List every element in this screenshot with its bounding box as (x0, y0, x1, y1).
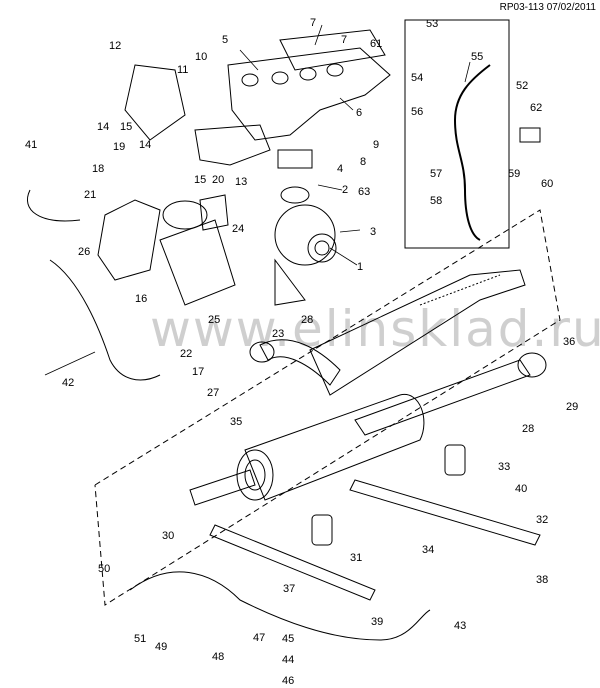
hanger-33 (444, 444, 466, 476)
callout-30: 30 (162, 530, 174, 542)
doc-ref: RP03-113 07/02/2011 (499, 2, 596, 13)
callout-26: 26 (78, 246, 90, 258)
callout-24: 24 (232, 223, 244, 235)
sensor-wire-43 (129, 571, 431, 641)
hanger-31 (311, 514, 333, 546)
callout-6: 6 (356, 107, 362, 119)
intermediate-pipe (354, 359, 531, 436)
dashed-outline (94, 209, 561, 606)
front-pipe (259, 339, 341, 386)
callout-58: 58 (430, 195, 442, 207)
manifold-21 (97, 199, 161, 281)
callout-29: 29 (566, 401, 578, 413)
callout-56: 56 (411, 106, 423, 118)
sensor-wire-42 (49, 259, 161, 381)
gasket-20 (199, 194, 229, 231)
callout-10: 10 (195, 51, 207, 63)
callout-35: 35 (230, 416, 242, 428)
callout-53: 53 (426, 18, 438, 30)
middle-converter (309, 269, 526, 396)
callout-62: 62 (530, 102, 542, 114)
watermark: www.elinsklad.ru (150, 300, 600, 358)
callout-7b: 7 (341, 34, 347, 46)
callout-43: 43 (454, 620, 466, 632)
callout-32: 32 (536, 514, 548, 526)
callout-50: 50 (98, 563, 110, 575)
callout-41: 41 (25, 139, 37, 151)
callout-15b: 15 (194, 174, 206, 186)
callout-47: 47 (253, 632, 265, 644)
callout-44: 44 (282, 654, 294, 666)
callout-23: 23 (272, 328, 284, 340)
callout-52: 52 (516, 80, 528, 92)
tailpipe (189, 469, 256, 506)
callout-14b: 14 (139, 139, 151, 151)
sensor-wire-41 (27, 189, 81, 222)
callout-38: 38 (536, 574, 548, 586)
turbocharger-housing (274, 204, 336, 266)
callout-36: 36 (563, 336, 575, 348)
heat-shield-lower (194, 124, 271, 166)
callout-54: 54 (411, 72, 423, 84)
callout-49: 49 (155, 641, 167, 653)
callout-39: 39 (371, 616, 383, 628)
callout-59: 59 (508, 168, 520, 180)
callout-18: 18 (92, 163, 104, 175)
callout-57: 57 (430, 168, 442, 180)
callout-8: 8 (360, 156, 366, 168)
callout-51: 51 (134, 633, 146, 645)
callout-55: 55 (471, 51, 483, 63)
callout-37: 37 (283, 583, 295, 595)
callout-7a: 7 (310, 17, 316, 29)
callout-63: 63 (358, 186, 370, 198)
callout-17: 17 (192, 366, 204, 378)
callout-28b: 28 (522, 423, 534, 435)
callout-9: 9 (373, 139, 379, 151)
callout-2: 2 (342, 184, 348, 196)
callout-48: 48 (212, 651, 224, 663)
bracket-30 (209, 524, 376, 601)
callout-40: 40 (515, 483, 527, 495)
catalytic-converter (159, 219, 236, 306)
callout-45: 45 (282, 633, 294, 645)
callout-16: 16 (135, 293, 147, 305)
callout-5: 5 (222, 34, 228, 46)
callout-60: 60 (541, 178, 553, 190)
callout-13: 13 (235, 176, 247, 188)
bracket-62 (519, 127, 541, 143)
exhaust-manifold (227, 47, 391, 141)
gasket-2 (280, 186, 310, 204)
callout-42: 42 (62, 377, 74, 389)
callout-22: 22 (180, 348, 192, 360)
callout-31: 31 (350, 552, 362, 564)
callout-19: 19 (113, 141, 125, 153)
callout-20: 20 (212, 174, 224, 186)
callout-14a: 14 (97, 121, 109, 133)
flange-29 (517, 352, 547, 378)
callout-11: 11 (177, 64, 188, 76)
callout-1: 1 (357, 261, 363, 273)
gasket-4 (277, 149, 313, 169)
callout-21: 21 (84, 189, 96, 201)
callout-46: 46 (282, 675, 294, 687)
manifold-gasket (279, 29, 386, 71)
muffler (244, 394, 425, 501)
callout-28a: 28 (301, 314, 313, 326)
callout-4: 4 (337, 163, 343, 175)
callout-3: 3 (370, 226, 376, 238)
heat-shield-upper (124, 64, 186, 141)
callout-27: 27 (207, 387, 219, 399)
callout-61: 61 (370, 38, 382, 50)
callout-33: 33 (498, 461, 510, 473)
callout-12: 12 (109, 40, 121, 52)
bracket-32 (349, 479, 541, 546)
hose-52 (453, 64, 491, 241)
inset-box (404, 19, 510, 249)
callout-34: 34 (422, 544, 434, 556)
callout-25: 25 (208, 314, 220, 326)
callout-15a: 15 (120, 121, 132, 133)
